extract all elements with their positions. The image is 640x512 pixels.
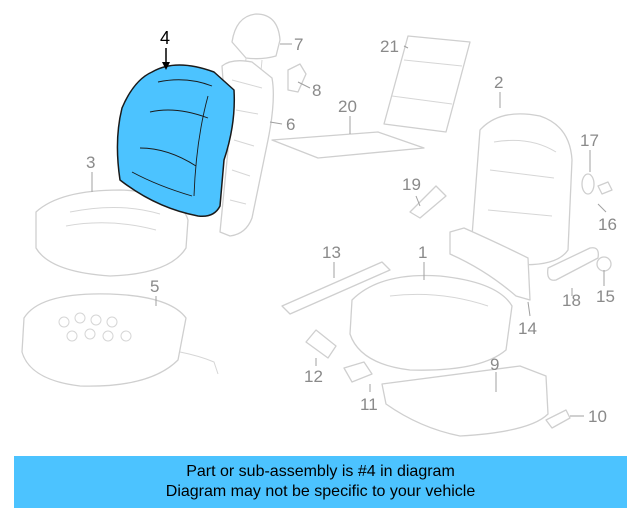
callout-7: 7 bbox=[294, 35, 303, 54]
part-3-seat-cushion[interactable] bbox=[35, 189, 189, 277]
callout-21: 21 bbox=[380, 37, 399, 56]
part-16-clip[interactable] bbox=[597, 181, 613, 195]
callout-3: 3 bbox=[86, 153, 95, 172]
part-12-bracket[interactable] bbox=[305, 329, 337, 359]
callout-18: 18 bbox=[562, 291, 581, 310]
callout-15: 15 bbox=[596, 287, 615, 306]
part-4-seat-back-cushion[interactable] bbox=[116, 64, 236, 218]
callout-11: 11 bbox=[360, 395, 378, 414]
part-14-cover[interactable] bbox=[449, 227, 531, 301]
callout-4: 4 bbox=[160, 28, 170, 48]
callout-1: 1 bbox=[418, 243, 427, 262]
part-18-lever[interactable] bbox=[547, 247, 599, 281]
callout-14: 14 bbox=[518, 319, 537, 338]
callout-20: 20 bbox=[338, 97, 357, 116]
callout-6: 6 bbox=[286, 115, 295, 134]
banner-line-2: Diagram may not be specific to your vehi… bbox=[165, 483, 476, 500]
callout-12: 12 bbox=[304, 367, 323, 386]
callout-10: 10 bbox=[588, 407, 607, 426]
part-17-knob[interactable] bbox=[581, 173, 595, 195]
callout-19: 19 bbox=[402, 175, 421, 194]
part-9-side-trim[interactable] bbox=[381, 365, 549, 437]
part-5-seat-frame[interactable] bbox=[21, 293, 219, 387]
part-8-clip[interactable] bbox=[287, 63, 307, 93]
callout-2: 2 bbox=[494, 73, 503, 92]
part-13-rail[interactable] bbox=[281, 261, 391, 315]
callout-8: 8 bbox=[312, 81, 321, 100]
callout-13: 13 bbox=[322, 243, 341, 262]
part-21-panel[interactable] bbox=[383, 35, 471, 133]
part-19-bracket[interactable] bbox=[409, 185, 447, 219]
part-1-seat-cushion[interactable] bbox=[349, 274, 513, 371]
part-11-wire[interactable] bbox=[343, 361, 373, 383]
callout-16: 16 bbox=[598, 215, 617, 234]
banner-line-1: Part or sub-assembly is #4 in diagram bbox=[186, 463, 455, 480]
part-15-knob[interactable] bbox=[596, 256, 612, 272]
info-banner: Part or sub-assembly is #4 in diagram Di… bbox=[14, 456, 627, 508]
callout-5: 5 bbox=[150, 277, 159, 296]
part-10-pin[interactable] bbox=[545, 409, 571, 429]
parts-diagram: 4 7 8 6 20 21 2 3 5 17 16 19 13 1 14 18 … bbox=[21, 13, 617, 437]
callout-9: 9 bbox=[490, 355, 499, 374]
callout-17: 17 bbox=[580, 131, 599, 150]
part-20-pad[interactable] bbox=[271, 131, 425, 159]
